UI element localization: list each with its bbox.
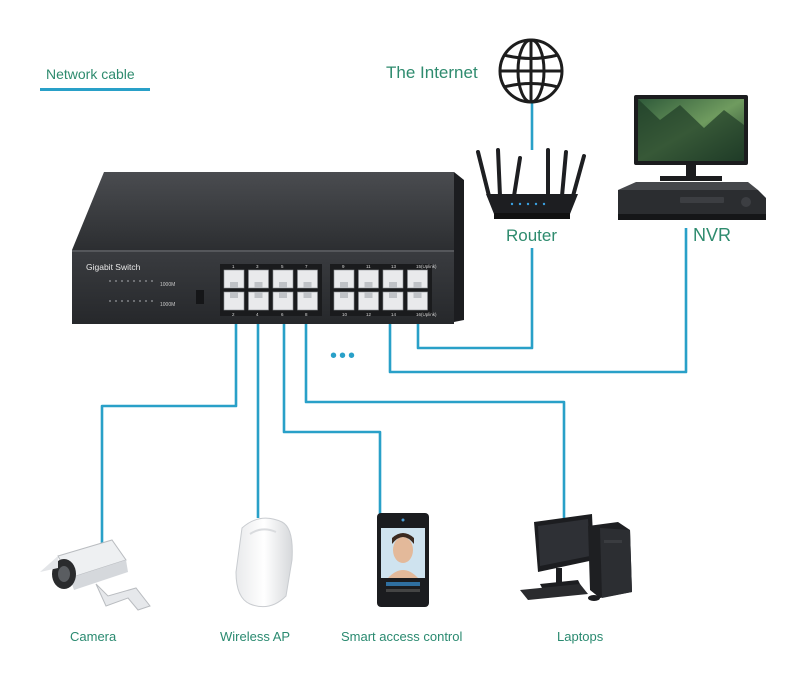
cable-switch-camera [100, 322, 238, 548]
port-number-top: 3 [256, 264, 259, 269]
legend-cable-line [40, 88, 150, 91]
port-number-bottom: 6 [281, 312, 284, 317]
internet-label: The Internet [386, 63, 478, 82]
port-number-top: 15(Uplink) [416, 264, 437, 269]
port-number-top: 9 [342, 264, 345, 269]
status-led-panel [109, 280, 153, 302]
cable-nvr-switch [388, 228, 688, 374]
security-camera-icon [40, 539, 151, 611]
camera-label: Camera [70, 629, 117, 644]
face-recognition-terminal-icon [377, 513, 429, 607]
speed-label-bottom: 1000M [160, 302, 175, 308]
monitor-icon [634, 95, 748, 181]
rj45-port-latch [230, 292, 238, 298]
network-switch-icon [72, 172, 464, 324]
port-number-bottom: 2 [232, 312, 235, 317]
rj45-port-latch [364, 292, 373, 298]
rj45-port-latch [364, 282, 373, 288]
rj45-port-latch [303, 282, 312, 288]
rj45-port-latch [389, 292, 397, 298]
cable-switch-access-control [282, 322, 382, 516]
rj45-port-latch [254, 292, 263, 298]
router-label: Router [506, 226, 558, 245]
desktop-computer-icon [520, 514, 632, 601]
nvr-label: NVR [693, 225, 732, 245]
port-number-top: 11 [366, 264, 371, 269]
port-number-top: 7 [305, 264, 308, 269]
port-number-top: 5 [281, 264, 284, 269]
port-number-bottom: 8 [305, 312, 308, 317]
cable-switch-laptop [304, 322, 566, 522]
legend-label: Network cable [46, 66, 135, 82]
laptops-label: Laptops [557, 629, 604, 644]
rj45-port-latch [230, 282, 238, 288]
nvr-recorder-icon [618, 182, 766, 220]
speed-label-top: 1000M [160, 282, 175, 288]
network-cables [100, 100, 688, 548]
more-devices-ellipsis: ••• [330, 345, 357, 367]
rj45-port-latch [340, 282, 348, 288]
rj45-port-latch [389, 282, 397, 288]
wireless-ap-label: Wireless AP [220, 629, 291, 644]
rj45-port-latch [303, 292, 312, 298]
rj45-port-latch [279, 292, 287, 298]
access-control-label: Smart access control [341, 629, 463, 644]
rj45-port-latch [413, 292, 422, 298]
rj45-ports [223, 269, 428, 311]
rj45-port-latch [279, 282, 287, 288]
port-number-bottom: 14 [391, 312, 397, 317]
router-icon [476, 148, 586, 219]
port-number-top: 1 [232, 264, 235, 269]
port-number-bottom: 12 [366, 312, 372, 317]
port-number-bottom: 16(Uplink) [416, 312, 437, 317]
rj45-port-latch [340, 292, 348, 298]
wireless-access-point-icon [235, 517, 293, 608]
switch-brand-label: Gigabit Switch [86, 262, 141, 272]
rj45-port-latch [254, 282, 263, 288]
port-number-top: 13 [391, 264, 397, 269]
rj45-port-latch [413, 282, 422, 288]
cable-router-switch [416, 248, 534, 350]
globe-icon [498, 38, 564, 104]
port-number-bottom: 10 [342, 312, 348, 317]
dip-switch [196, 290, 204, 304]
port-number-bottom: 4 [256, 312, 259, 317]
